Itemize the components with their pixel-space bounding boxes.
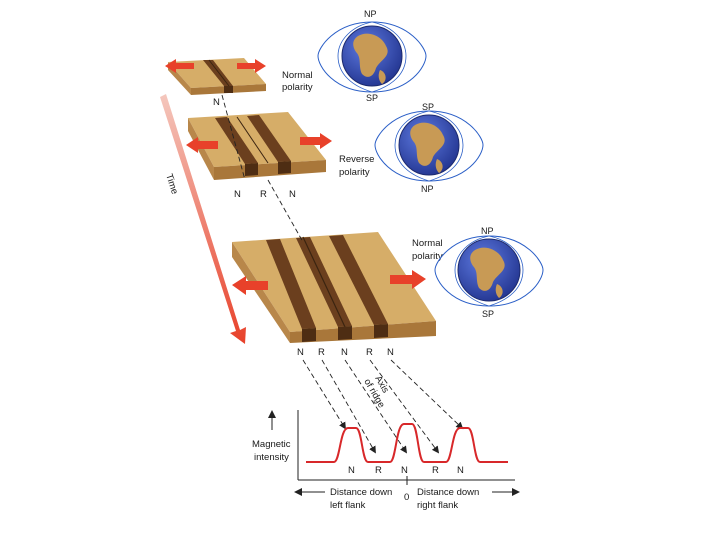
profile-label-3: N [401, 465, 408, 476]
block2-stripe-label-3: N [289, 189, 296, 200]
graph-x-right-label-line1: Distance down [417, 487, 479, 498]
globe-normal-polarity-2: NP SP [435, 226, 543, 319]
graph-x-right-label-line2: right flank [417, 500, 458, 511]
crust-block-1: N Normal polarity [165, 58, 313, 108]
block1-stripe-label-1: N [213, 97, 220, 108]
crust-block-3: N R N R N Normal polarity [232, 232, 443, 358]
block2-polarity-label-line1: Reverse [339, 154, 374, 165]
globe-normal-polarity-1: NP SP [318, 9, 426, 103]
profile-label-1: N [348, 465, 355, 476]
magnetic-profile-curve [306, 424, 508, 462]
block1-polarity-label-line2: polarity [282, 82, 313, 93]
globe3-bottom-pole: SP [482, 309, 494, 319]
block3-polarity-label-line1: Normal [412, 238, 443, 249]
graph-x-origin-label: 0 [404, 492, 409, 503]
block2-polarity-label-line2: polarity [339, 167, 370, 178]
graph-y-label-line2: intensity [254, 452, 289, 463]
block2-stripe-label-2: R [260, 189, 267, 200]
magnetic-intensity-graph: Magnetic intensity N R N R N Distance do… [252, 410, 518, 511]
block3-stripe-label-4: R [366, 347, 373, 358]
block1-polarity-label-line1: Normal [282, 70, 313, 81]
crust-block-2: N R N Reverse polarity [186, 112, 374, 200]
profile-label-2: R [375, 465, 382, 476]
graph-y-label-line1: Magnetic [252, 439, 291, 450]
globe1-top-pole: NP [364, 9, 377, 19]
globe-reverse-polarity: SP NP [375, 102, 483, 194]
graph-x-left-label-line2: left flank [330, 500, 366, 511]
block2-stripe-label-1: N [234, 189, 241, 200]
block3-stripe-label-5: N [387, 347, 394, 358]
globe1-bottom-pole: SP [366, 93, 378, 103]
globe2-bottom-pole: NP [421, 184, 434, 194]
globe3-top-pole: NP [481, 226, 494, 236]
profile-label-5: N [457, 465, 464, 476]
block3-stripe-label-2: R [318, 347, 325, 358]
block3-polarity-label-line2: polarity [412, 251, 443, 262]
block3-stripe-label-3: N [341, 347, 348, 358]
globe2-top-pole: SP [422, 102, 434, 112]
profile-label-4: R [432, 465, 439, 476]
block3-stripe-label-1: N [297, 347, 304, 358]
time-label: Time [163, 173, 180, 196]
graph-x-left-label-line1: Distance down [330, 487, 392, 498]
